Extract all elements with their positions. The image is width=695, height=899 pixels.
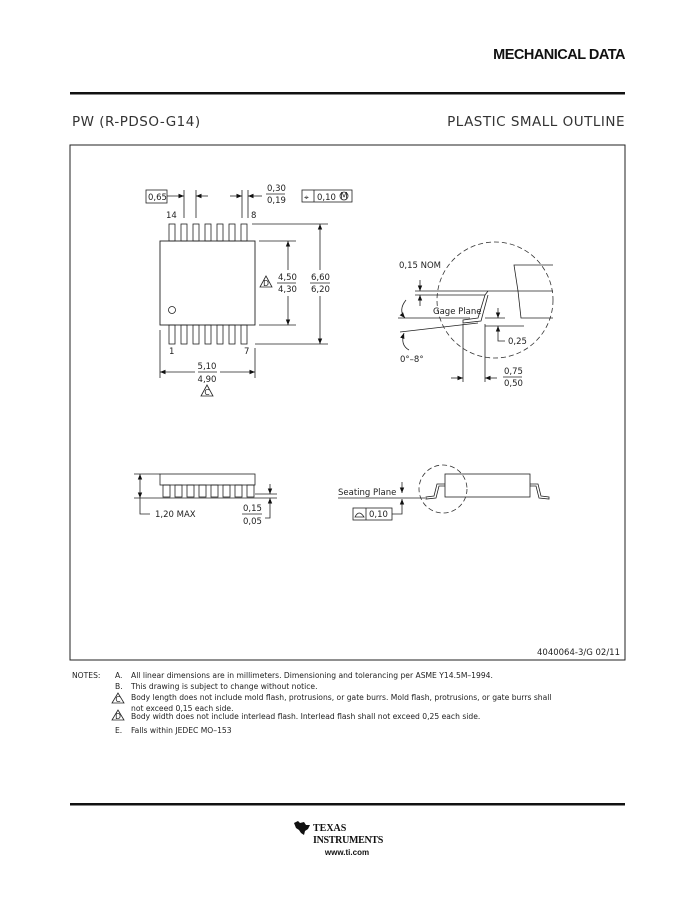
note-c-text-cont: not exceed 0,15 each side. xyxy=(131,704,234,713)
position-tolerance-frame xyxy=(301,189,353,203)
bottom-lead xyxy=(228,324,236,345)
note-e-marker: E. xyxy=(115,726,122,735)
note-b-text: This drawing is subject to change withou… xyxy=(130,682,317,691)
top-view: 14 8 1 7 0,65 0,30 0,19 ⌖ 0,10 M D 4,50 … xyxy=(145,184,353,397)
drawing-number: 4040064-3/G 02/11 xyxy=(537,648,620,658)
bottom-lead xyxy=(216,324,224,345)
top-lead xyxy=(228,223,236,242)
bottom-lead xyxy=(168,324,176,345)
height-max: 1,20 MAX xyxy=(155,510,196,520)
lead-angle-value: 0°–8° xyxy=(400,355,424,365)
pin-1-label: 1 xyxy=(169,347,174,357)
pin-8-label: 8 xyxy=(251,211,256,221)
overall-width-min: 6,20 xyxy=(311,285,330,295)
foot-length-min: 0,50 xyxy=(504,379,523,389)
overall-width-max: 6,60 xyxy=(311,273,330,283)
gage-height-value: 0,25 xyxy=(508,337,527,347)
standoff-max: 0,15 xyxy=(243,504,262,514)
side-lead xyxy=(186,484,195,498)
bottom-lead xyxy=(180,324,188,345)
leads xyxy=(168,223,248,345)
side-lead xyxy=(222,484,231,498)
body-width-max: 4,50 xyxy=(278,273,297,283)
side-lead xyxy=(234,484,243,498)
side-lead xyxy=(174,484,183,498)
note-d-marker: D xyxy=(115,712,121,721)
body-width-min: 4,30 xyxy=(278,285,297,295)
note-c-triangle-icon xyxy=(200,384,214,397)
top-lead xyxy=(216,223,224,242)
coplanarity-value: 0,10 xyxy=(369,510,388,520)
foot-length-max: 0,75 xyxy=(504,367,523,377)
pitch-value: 0,65 xyxy=(148,193,167,203)
seating-plane-label: Seating Plane xyxy=(338,488,396,498)
brand-line1: TEXAS xyxy=(313,823,347,834)
note-d-icon xyxy=(111,709,125,721)
note-c-icon xyxy=(111,692,125,704)
standoff-min: 0,05 xyxy=(243,517,262,527)
footer-rule xyxy=(70,803,625,806)
position-icon: ⌖ xyxy=(304,193,309,203)
position-tolerance-value: 0,10 xyxy=(317,193,336,203)
package-type: PLASTIC SMALL OUTLINE xyxy=(447,114,625,130)
top-lead xyxy=(168,223,176,242)
top-lead xyxy=(180,223,188,242)
top-lead xyxy=(240,223,248,242)
body-length-max: 5,10 xyxy=(198,362,217,372)
bottom-lead xyxy=(240,324,248,345)
note-d-label: D xyxy=(263,279,269,288)
lead-thickness-value: 0,15 NOM xyxy=(399,261,441,271)
mmc-icon: M xyxy=(340,192,347,202)
note-d-text: Body width does not include interlead fl… xyxy=(131,712,480,721)
profile-surface-icon xyxy=(354,512,365,518)
note-b-marker: B. xyxy=(115,682,123,691)
drawing-frame xyxy=(69,144,626,661)
top-lead xyxy=(192,223,200,242)
coplanarity-frame xyxy=(352,507,393,521)
note-a-marker: A. xyxy=(115,671,122,680)
gage-plane-label: Gage Plane xyxy=(433,307,481,317)
note-c-label: C xyxy=(204,388,209,397)
side-lead xyxy=(198,484,207,498)
lead-detail-view: 0,25 0,15 NOM Gage Plane 0°–8° 0,75 0,50 xyxy=(398,241,554,389)
side-lead xyxy=(210,484,219,498)
bottom-lead xyxy=(204,324,212,345)
side-lead xyxy=(246,484,255,498)
top-lead xyxy=(204,223,212,242)
bottom-lead xyxy=(192,324,200,345)
lead-width-max: 0,30 xyxy=(267,184,286,194)
lead-width-min: 0,19 xyxy=(267,196,286,206)
website-link[interactable]: www.ti.com xyxy=(324,848,369,857)
section-title: MECHANICAL DATA xyxy=(493,47,626,63)
brand-line2: INSTRUMENTS xyxy=(313,835,384,846)
texas-state-icon xyxy=(294,821,310,835)
notes: NOTES: A. All linear dimensions are in m… xyxy=(72,671,552,735)
pin1-marker xyxy=(168,306,176,314)
pin-7-label: 7 xyxy=(244,347,249,357)
note-a-text: All linear dimensions are in millimeters… xyxy=(131,671,493,680)
note-d-triangle-icon xyxy=(259,275,273,288)
body-length-min: 4,90 xyxy=(198,375,217,385)
pin-14-label: 14 xyxy=(166,211,177,221)
ti-logo: TEXAS INSTRUMENTS xyxy=(294,821,384,846)
note-c-text: Body length does not include mold flash,… xyxy=(131,693,552,702)
header-rule xyxy=(70,92,625,95)
side-lead xyxy=(162,484,171,498)
note-c-marker: C xyxy=(115,695,120,704)
side-view: 1,20 MAX 0,15 0,05 Seating Plane 0,10 xyxy=(134,464,550,527)
notes-label: NOTES: xyxy=(72,671,100,680)
package-code: PW (R-PDSO-G14) xyxy=(72,114,201,130)
note-e-text: Falls within JEDEC MO–153 xyxy=(131,726,232,735)
